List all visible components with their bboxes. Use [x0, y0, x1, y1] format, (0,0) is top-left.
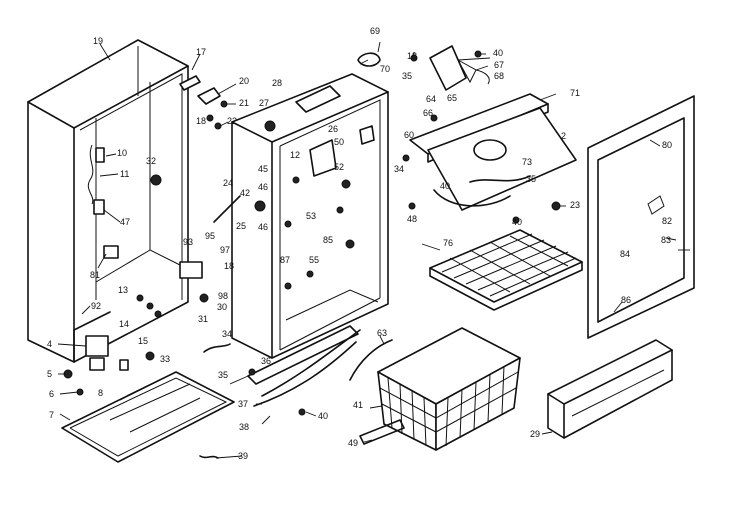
callout-66: 66	[423, 108, 433, 118]
callout-14: 14	[119, 319, 129, 329]
callout-38: 38	[239, 422, 249, 432]
callout-6: 6	[49, 389, 54, 399]
callout-68: 68	[494, 71, 504, 81]
callout-29: 29	[530, 429, 540, 439]
callout-60: 60	[404, 130, 414, 140]
cabinet-wiring	[87, 144, 162, 259]
callout-28: 28	[272, 78, 282, 88]
callout-45: 45	[258, 164, 268, 174]
callout-82: 82	[662, 216, 672, 226]
callout-24: 24	[223, 178, 233, 188]
door-panel	[587, 95, 695, 339]
callout-21: 21	[239, 98, 249, 108]
callout-36: 36	[261, 356, 271, 366]
callout-12: 12	[290, 150, 300, 160]
callout-35-c: 35	[218, 370, 228, 380]
callout-49: 49	[348, 438, 358, 448]
callout-19: 19	[93, 36, 103, 46]
callout-18-b: 18	[224, 261, 234, 271]
callout-40-d: 40	[318, 411, 328, 421]
callout-92: 92	[91, 301, 101, 311]
callout-15: 15	[138, 336, 148, 346]
callout-86: 86	[621, 295, 631, 305]
freezer-liner	[213, 73, 389, 359]
callout-93: 93	[183, 237, 193, 247]
cabinet-shell	[27, 39, 189, 363]
callout-18-c: 18	[407, 51, 417, 61]
callout-17: 17	[196, 47, 206, 57]
callout-40-c: 40	[512, 217, 522, 227]
callout-69: 69	[370, 26, 380, 36]
callout-numbers: 19 17 20 18 21 22 10 11 32 47 81 92 13 4…	[47, 26, 672, 461]
callout-33: 33	[160, 354, 170, 364]
evaporator-cover	[402, 93, 577, 224]
callout-30: 30	[217, 302, 227, 312]
callout-41: 41	[353, 400, 363, 410]
callout-46-a: 46	[258, 222, 268, 232]
callout-35-a: 35	[402, 71, 412, 81]
callout-76: 76	[443, 238, 453, 248]
wire-basket	[359, 327, 521, 451]
callout-84: 84	[620, 249, 630, 259]
callout-34: 34	[222, 329, 232, 339]
callout-98: 98	[218, 291, 228, 301]
callout-70: 70	[380, 64, 390, 74]
callout-80: 80	[662, 140, 672, 150]
compressor-parts	[63, 261, 231, 396]
callout-37: 37	[238, 399, 248, 409]
callout-39: 39	[238, 451, 248, 461]
callout-20: 20	[239, 76, 249, 86]
callout-11: 11	[120, 169, 129, 179]
callout-5: 5	[47, 369, 52, 379]
callout-7: 7	[49, 410, 54, 420]
callout-10: 10	[117, 148, 127, 158]
callout-87: 87	[280, 255, 290, 265]
fan-assembly	[357, 45, 491, 91]
callout-8: 8	[98, 388, 103, 398]
callout-4: 4	[47, 339, 52, 349]
callout-34-b: 34	[394, 164, 404, 174]
callout-46-b: 46	[258, 182, 268, 192]
callout-53: 53	[306, 211, 316, 221]
callout-26: 26	[328, 124, 338, 134]
trim-strips	[247, 325, 393, 416]
callout-67: 67	[494, 60, 504, 70]
callout-31: 31	[198, 314, 208, 324]
callout-40-a: 40	[493, 48, 503, 58]
callout-83: 83	[661, 235, 671, 245]
callout-71: 71	[570, 88, 580, 98]
callout-47: 47	[120, 217, 130, 227]
callout-55: 55	[309, 255, 319, 265]
callout-23: 23	[570, 200, 580, 210]
callout-63: 63	[377, 328, 387, 338]
callout-95: 95	[205, 231, 215, 241]
callout-42: 42	[240, 188, 250, 198]
callout-22: 22	[227, 116, 237, 126]
callout-64: 64	[426, 94, 436, 104]
callout-73: 73	[522, 157, 532, 167]
base-pan	[61, 371, 235, 463]
callout-35-b: 35	[526, 174, 536, 184]
drawer-front	[547, 339, 673, 439]
callout-97: 97	[220, 245, 230, 255]
callout-40-b: 40	[440, 181, 450, 191]
hinge-parts	[179, 75, 228, 130]
callout-81: 81	[90, 270, 100, 280]
callout-13: 13	[118, 285, 128, 295]
callout-32: 32	[146, 156, 156, 166]
callout-25: 25	[236, 221, 246, 231]
callout-48: 48	[407, 214, 417, 224]
callout-leaders	[57, 41, 690, 459]
callout-2: 2	[561, 131, 566, 141]
callout-52: 52	[334, 162, 344, 172]
callout-65: 65	[447, 93, 457, 103]
callout-50: 50	[334, 137, 344, 147]
callout-85: 85	[323, 235, 333, 245]
callout-18: 18	[196, 116, 206, 126]
wire-shelf	[429, 229, 583, 311]
callout-27: 27	[259, 98, 269, 108]
